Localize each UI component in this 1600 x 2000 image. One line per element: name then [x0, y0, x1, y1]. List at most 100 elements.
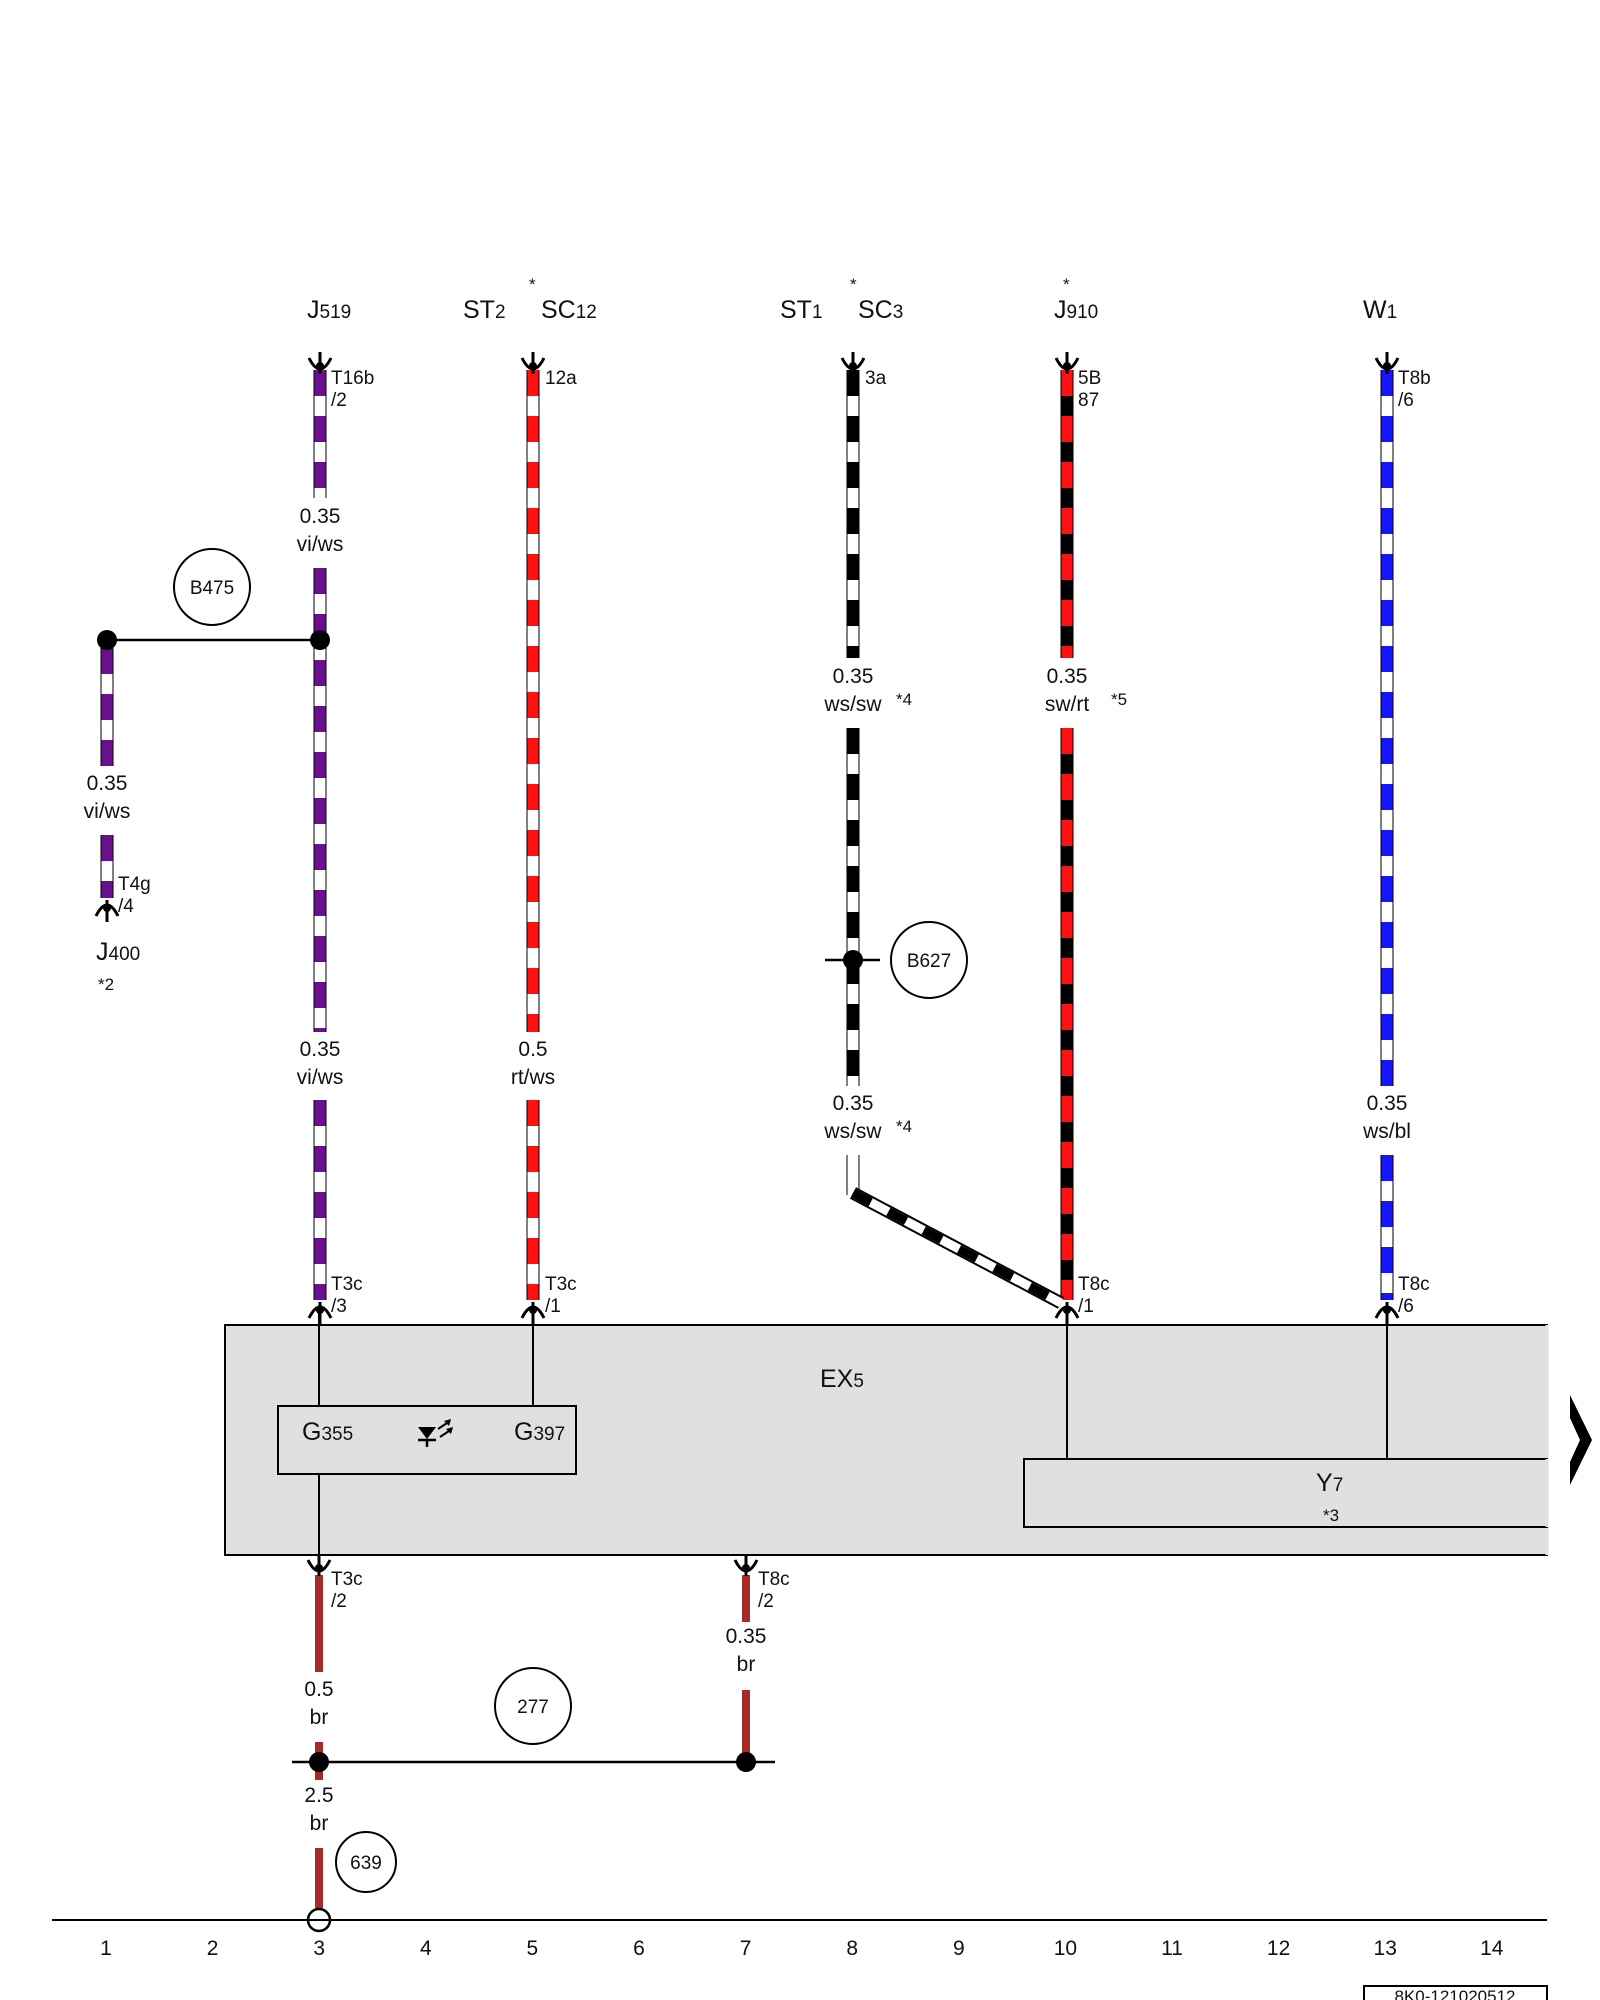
connector-group: [94, 352, 1400, 1576]
g397-label: G397: [514, 1418, 565, 1446]
y7-note: *3: [1323, 1506, 1339, 1525]
conn-t16b-2: T16b/2: [331, 368, 374, 411]
connector-t8c-2-icon: [733, 1554, 759, 1576]
ruler-number: 7: [740, 1937, 752, 1960]
st2-label: ST2: [463, 296, 506, 324]
svg-text:B627: B627: [907, 951, 951, 972]
wire-color-code: br: [737, 1653, 756, 1676]
ruler-number: 14: [1480, 1937, 1504, 1960]
wire-size: 0.35: [726, 1625, 767, 1648]
junction-dot-277-right: [736, 1752, 756, 1772]
wire-label-w-st2: 0.5 rt/ws: [511, 1038, 555, 1089]
wire-color-code: ws/bl: [1362, 1120, 1411, 1143]
junction-dot-b475-left: [97, 630, 117, 650]
wire-st1-seg1: [846, 370, 860, 658]
ruler-number: 6: [633, 1937, 645, 1960]
wire-color-code: br: [310, 1706, 329, 1729]
wire-label-w-w1: 0.35 ws/bl: [1362, 1092, 1411, 1143]
svg-text:639: 639: [350, 1853, 382, 1874]
wire-st2-seg1: [526, 370, 540, 1032]
ruler-number: 8: [846, 1937, 858, 1960]
sc12-star: *: [529, 275, 536, 294]
wire-j519-seg3: [313, 1100, 327, 1300]
conn-t3c-2: T3c/2: [331, 1569, 363, 1612]
conn-3a: 3a: [865, 368, 887, 389]
w1-label: W1: [1363, 296, 1397, 324]
wire-gnd-t8c2-seg2: [742, 1690, 750, 1762]
wire-color-code: ws/sw: [823, 693, 882, 716]
connector-t8c-1-icon: [1054, 1302, 1080, 1324]
wire-st2-seg2: [526, 1100, 540, 1300]
conn-t8c-2: T8c/2: [758, 1569, 790, 1612]
wire-j910-seg2: [1060, 728, 1074, 1300]
wire-size: 0.35: [1367, 1092, 1408, 1115]
wire-size: 0.35: [833, 1092, 874, 1115]
g355-label: G355: [302, 1418, 353, 1446]
connector-t3c-3-icon: [307, 1302, 333, 1324]
ruler-number: 12: [1267, 1937, 1290, 1960]
wire-gnd-t3c2-seg1: [315, 1575, 323, 1672]
wire-st1-seg2: [846, 728, 860, 1086]
svg-text:B475: B475: [190, 578, 234, 599]
ruler-number: 13: [1374, 1937, 1397, 1960]
wire-label-group: 0.35vi/ws0.35vi/ws0.35vi/ws0.5rt/ws0.35w…: [84, 505, 1411, 1835]
wire-color-code: rt/ws: [511, 1066, 555, 1089]
wire-st1-seg3: [846, 1155, 860, 1195]
j400-label: J400: [96, 938, 140, 966]
connector-t8c-6-icon: [1374, 1302, 1400, 1324]
conn-12a: 12a: [545, 368, 577, 389]
node-b627: B627: [890, 921, 968, 999]
y7-label: Y7: [1316, 1469, 1343, 1497]
connector-5b-87-icon: [1054, 352, 1080, 374]
footer-reference-box: 8K0-121020512: [1363, 1985, 1548, 2000]
wire-size: 2.5: [304, 1784, 333, 1807]
wire-j400-seg1: [100, 648, 114, 766]
wire-size: 0.35: [833, 665, 874, 688]
svg-text:277: 277: [517, 1697, 549, 1718]
wire-size: 0.5: [304, 1678, 333, 1701]
wire-gnd-main: [315, 1848, 323, 1908]
conn-t3c-3: T3c/3: [331, 1274, 363, 1317]
junction-dot-b475-right: [310, 630, 330, 650]
junction-dot-277-left: [309, 1752, 329, 1772]
sc3-label: SC3: [858, 296, 903, 324]
wire-color-code: vi/ws: [84, 800, 131, 823]
wire-size: 0.35: [300, 505, 341, 528]
conn-t8b-6: T8b/6: [1398, 368, 1431, 411]
wire-color-code: ws/sw: [823, 1120, 882, 1143]
conn-t8c-6: T8c/6: [1398, 1274, 1430, 1317]
wire-group: [100, 370, 1394, 1908]
j910-label: J910: [1054, 296, 1098, 324]
connector-12a-icon: [520, 352, 546, 374]
wire-color-code: vi/ws: [297, 1066, 344, 1089]
ruler-number: 5: [527, 1937, 539, 1960]
connector-3a-icon: [840, 352, 866, 374]
wire-j519-seg2: [313, 568, 327, 1032]
ruler-number: 10: [1054, 1937, 1077, 1960]
sc12-label: SC12: [541, 296, 597, 324]
wire-color-code: br: [310, 1812, 329, 1835]
j519-label: J519: [307, 296, 351, 324]
ruler-number: 1: [100, 1937, 112, 1960]
j910-star: *: [1063, 275, 1070, 294]
ruler-number: 11: [1161, 1937, 1183, 1960]
ex5-label: EX5: [820, 1365, 864, 1393]
diagonal-wire-ws-sw: [849, 1187, 1065, 1309]
wire-size: 0.5: [518, 1038, 547, 1061]
ruler-number: 9: [953, 1937, 965, 1960]
wire-j519-seg1: [313, 370, 327, 498]
wire-color-code: sw/rt: [1045, 693, 1089, 716]
wire-size: 0.35: [87, 772, 128, 795]
svg-text:8K0-121020512: 8K0-121020512: [1394, 1987, 1515, 2000]
wire-gnd-t8c2-seg1: [742, 1575, 750, 1622]
wire-j400-seg2: [100, 835, 114, 898]
node-277: 277: [494, 1667, 572, 1745]
ruler-number: 3: [313, 1937, 325, 1960]
